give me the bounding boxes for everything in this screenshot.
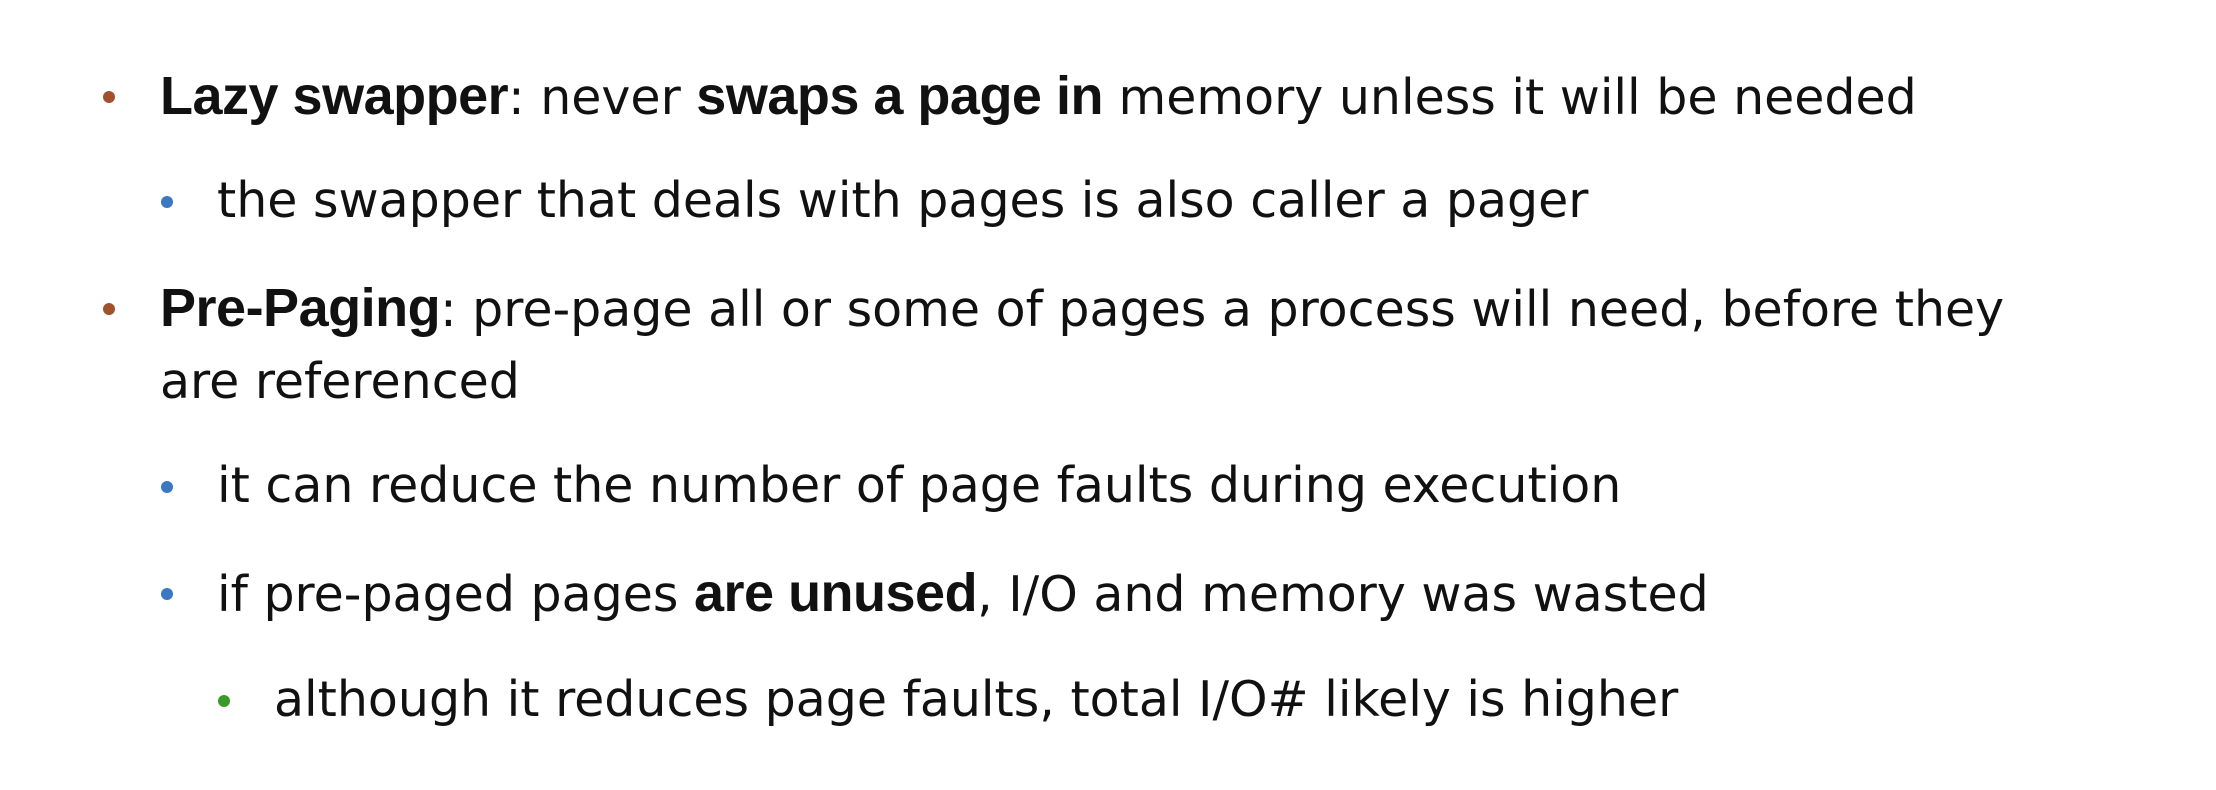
bullet-item-pre-paging: Pre-Paging: pre-page all or some of page… bbox=[103, 272, 2060, 418]
bullet-text: it can reduce the number of page faults … bbox=[217, 450, 1621, 522]
text-segment: , I/O and memory was wasted bbox=[977, 566, 1709, 623]
bullet-text: although it reduces page faults, total I… bbox=[274, 664, 1678, 736]
text-segment: : pre-page all or some of pages a proces… bbox=[160, 281, 2005, 410]
bullet-dot-icon bbox=[161, 481, 173, 493]
text-segment: if pre-paged pages bbox=[217, 566, 694, 623]
bold-term: swaps a page in bbox=[696, 66, 1103, 126]
bullet-item-pager: the swapper that deals with pages is als… bbox=[161, 165, 1588, 237]
bullet-item-total-io: although it reduces page faults, total I… bbox=[218, 664, 1678, 736]
bullet-dot-icon bbox=[103, 303, 115, 315]
text-segment: it can reduce the number of page faults … bbox=[217, 457, 1622, 514]
bullet-dot-icon bbox=[218, 695, 230, 707]
bullet-dot-icon bbox=[161, 588, 173, 600]
bullet-item-unused-pages: if pre-paged pages are unused, I/O and m… bbox=[161, 557, 1709, 631]
bold-term: Lazy swapper bbox=[160, 66, 509, 126]
bullet-text: Lazy swapper: never swaps a page in memo… bbox=[160, 60, 1917, 134]
text-segment: the swapper that deals with pages is als… bbox=[217, 172, 1589, 229]
bullet-dot-icon bbox=[161, 196, 173, 208]
text-segment: although it reduces page faults, total I… bbox=[274, 671, 1679, 728]
bold-term: Pre-Paging bbox=[160, 278, 441, 338]
bullet-item-reduce-faults: it can reduce the number of page faults … bbox=[161, 450, 1621, 522]
bullet-item-lazy-swapper: Lazy swapper: never swaps a page in memo… bbox=[103, 60, 1917, 134]
bold-term: are unused bbox=[693, 563, 978, 623]
text-segment: memory unless it will be needed bbox=[1102, 69, 1917, 126]
bullet-text: Pre-Paging: pre-page all or some of page… bbox=[160, 272, 2060, 418]
bullet-dot-icon bbox=[103, 91, 115, 103]
text-segment: : never bbox=[508, 69, 697, 126]
bullet-text: the swapper that deals with pages is als… bbox=[217, 165, 1588, 237]
bullet-text: if pre-paged pages are unused, I/O and m… bbox=[217, 557, 1709, 631]
